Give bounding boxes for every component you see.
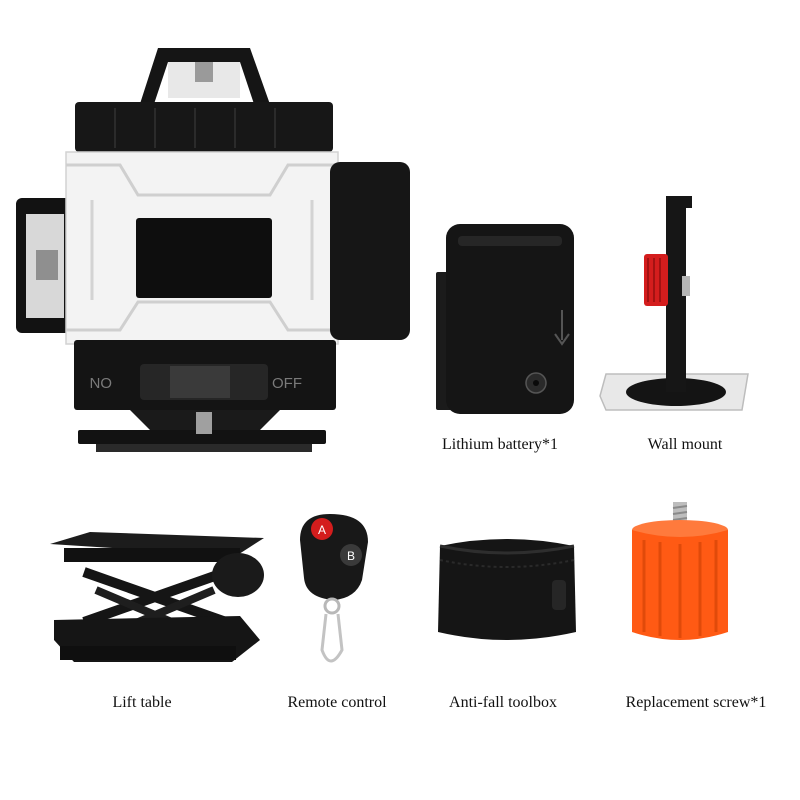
wall-mount bbox=[599, 196, 749, 411]
switch-on-text: ON bbox=[90, 374, 113, 391]
lift-table-label: Lift table bbox=[112, 694, 172, 711]
lift-table bbox=[50, 532, 264, 662]
anti-fall-toolbox bbox=[438, 539, 576, 640]
battery-label: Lithium battery*1 bbox=[442, 436, 558, 453]
switch-off-text: OFF bbox=[272, 375, 302, 392]
toolbox-label: Anti-fall toolbox bbox=[449, 694, 557, 711]
replacement-screw-label: Replacement screw*1 bbox=[625, 694, 767, 711]
wall-mount-label: Wall mount bbox=[647, 436, 723, 453]
remote-control-label: Remote control bbox=[287, 694, 387, 711]
replacement-screw bbox=[632, 502, 728, 640]
lithium-battery bbox=[436, 224, 574, 414]
laser-level: ON OFF bbox=[16, 48, 410, 452]
remote-button-b-label: B bbox=[347, 549, 355, 563]
remote-button-a-label: A bbox=[318, 523, 326, 537]
remote-control: A B bbox=[300, 514, 368, 663]
